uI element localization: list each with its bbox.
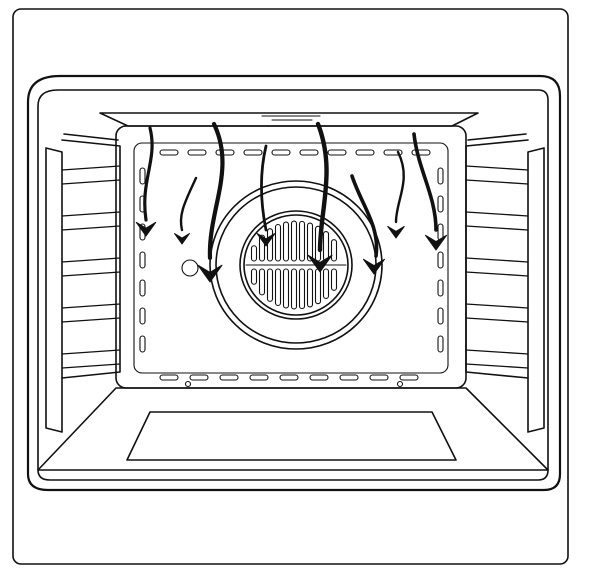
vent-slot	[215, 149, 235, 156]
airflow-arrows	[135, 121, 447, 283]
fan-grille-slot	[266, 228, 274, 262]
rack-rung	[61, 211, 121, 217]
vent-slot	[437, 251, 444, 269]
airflow-arrow-icon	[174, 176, 198, 245]
fan-grille-slot	[306, 222, 314, 262]
fan-grille-slot	[250, 268, 258, 285]
outer-frame	[12, 8, 569, 565]
fan-grille-slot	[298, 268, 306, 310]
fan-grille-slot	[298, 220, 306, 262]
vent-slot	[437, 307, 444, 325]
airflow-arrow-icon	[135, 126, 157, 237]
rack-rung	[61, 271, 121, 277]
vent-slot	[189, 374, 209, 381]
fan-grille-slot	[314, 268, 322, 305]
airflow-arrow-icon	[350, 174, 385, 275]
rack-rung	[465, 363, 529, 369]
vent-slot	[139, 251, 146, 269]
vent-slot	[437, 279, 444, 297]
fan-grille-slot	[258, 268, 266, 296]
vent-slot	[339, 374, 359, 381]
rack-rung	[61, 257, 121, 263]
rack-rung	[61, 179, 121, 185]
vent-slot	[327, 149, 347, 156]
vent-slot	[437, 335, 444, 353]
vent-slot	[299, 149, 319, 156]
rack-rung	[465, 165, 529, 171]
rack-rung	[465, 271, 529, 277]
fan-grille-slot	[306, 268, 314, 308]
vent-slot	[399, 374, 419, 381]
vent-slot	[355, 149, 375, 156]
rack-support-icon	[45, 133, 121, 433]
screw	[181, 259, 199, 277]
fan-grille-slot	[290, 268, 298, 310]
oven-opening-inner	[37, 89, 549, 481]
fan-grille-slot	[282, 268, 290, 309]
vent-slot	[309, 374, 329, 381]
convection-fan-icon	[209, 180, 383, 350]
vent-slot	[249, 374, 269, 381]
rack-rung	[61, 349, 121, 355]
rack-support-icon	[465, 133, 545, 433]
rack-rung	[465, 179, 529, 185]
vent-slot	[139, 167, 146, 185]
airflow-arrow-icon	[387, 150, 405, 239]
airflow-arrow-icon	[197, 121, 225, 283]
fan-grille-slot	[274, 268, 282, 307]
airflow-arrow-icon	[256, 144, 276, 247]
back-panel-vent-slots	[139, 149, 444, 381]
vent-slot	[369, 374, 389, 381]
rack-rung	[61, 317, 121, 323]
vent-slot	[411, 149, 431, 156]
screw	[396, 380, 404, 388]
back-wall-panel	[133, 142, 449, 374]
vent-slot	[437, 167, 444, 185]
rack-rung	[465, 303, 529, 309]
cavity-floor	[37, 387, 549, 471]
vent-slot	[159, 374, 179, 381]
rack-rung	[465, 257, 529, 263]
fan-grille-slot	[282, 221, 290, 262]
rack-rung	[61, 303, 121, 309]
floor-element	[126, 411, 457, 461]
rack-rung	[465, 225, 529, 231]
vent-slot	[219, 374, 239, 381]
screw	[184, 380, 192, 388]
fan-grille-slot	[322, 268, 330, 300]
vent-slot	[139, 335, 146, 353]
vent-slot	[243, 149, 263, 156]
fan-grille-slot	[274, 223, 282, 262]
oven-opening	[26, 74, 562, 492]
vent-slot	[279, 374, 299, 381]
rack-rung	[465, 349, 529, 355]
airflow-arrow-icon	[412, 132, 447, 251]
airflow-arrow-icon	[307, 121, 333, 273]
fan-grille-slot	[330, 239, 338, 262]
rack-rung	[61, 165, 121, 171]
vent-slot	[159, 149, 179, 156]
vent-slot	[187, 149, 207, 156]
rack-rung	[61, 225, 121, 231]
fan-grille-slot	[330, 268, 338, 291]
fan-grille-slot	[290, 220, 298, 262]
fan-grille-slot	[322, 230, 330, 262]
vent-slot	[139, 307, 146, 325]
ceiling-vent	[261, 115, 321, 121]
vent-slot	[437, 195, 444, 213]
vent-slot	[139, 279, 146, 297]
fan-grille-slot	[266, 268, 274, 302]
rack-rung	[61, 363, 121, 369]
rack-rung	[465, 211, 529, 217]
rack-rung	[465, 317, 529, 323]
fan-grille-slot	[250, 245, 258, 262]
vent-slot	[271, 149, 291, 156]
